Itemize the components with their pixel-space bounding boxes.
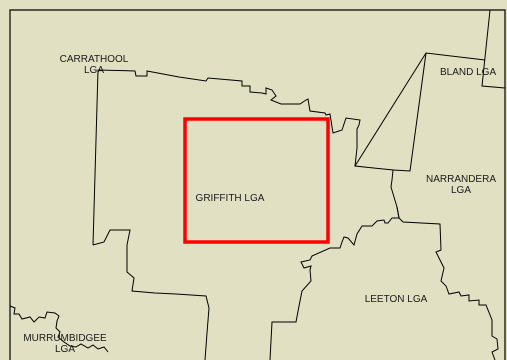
griffith-lga-boundary [92, 69, 400, 360]
narrandera-leeton-boundary [396, 206, 499, 360]
map-frame-border [9, 9, 506, 360]
bland-east-boundary [481, 9, 506, 89]
highlight-box [183, 117, 330, 244]
murrumbidgee-north-boundary [9, 305, 109, 353]
griffith-southwest-boundary [92, 229, 210, 360]
bland-narrandera-boundary [392, 52, 427, 172]
